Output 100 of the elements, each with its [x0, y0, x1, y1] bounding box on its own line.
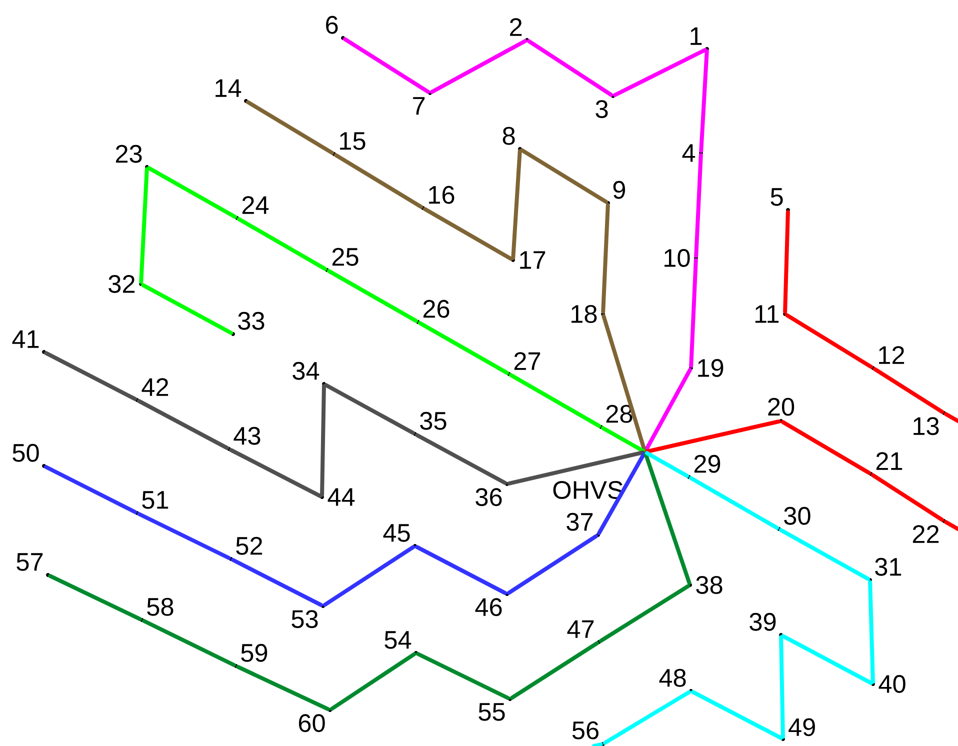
line [872, 367, 944, 414]
line [416, 652, 510, 700]
line [944, 520, 958, 531]
line [644, 451, 690, 478]
point-label: 2 [510, 18, 529, 42]
point-label: 6 [326, 16, 345, 40]
line [944, 412, 958, 423]
point-label: 13 [914, 411, 946, 436]
line [644, 452, 692, 585]
point-label: 17 [511, 251, 546, 269]
line [780, 420, 872, 475]
line [236, 664, 330, 712]
point-label: 35 [413, 412, 446, 436]
point-label: OHVS [553, 450, 647, 499]
point-label: 34 [292, 362, 326, 386]
line [602, 314, 646, 452]
line [784, 313, 874, 369]
point-label: 56 [572, 721, 605, 746]
line [415, 545, 507, 595]
point-label: 20 [768, 398, 794, 423]
line [699, 49, 709, 153]
point-label: 32 [108, 275, 143, 293]
point-label: 15 [332, 132, 366, 156]
point-label: 42 [135, 378, 168, 402]
point-label: 54 [384, 631, 418, 655]
line [645, 420, 781, 454]
point-label: 47 [567, 620, 601, 644]
point-label: 57 [16, 553, 50, 577]
point-label: 40 [871, 675, 906, 693]
point-label: 41 [12, 330, 46, 354]
line [418, 321, 510, 375]
line [326, 269, 418, 323]
point-label: 33 [231, 312, 264, 336]
line [141, 283, 234, 335]
point-label: 27 [507, 352, 540, 376]
line [44, 351, 137, 401]
line [146, 166, 238, 219]
point-label: 38 [688, 576, 722, 594]
line [334, 153, 424, 209]
line [870, 473, 944, 522]
point-label: 22 [912, 519, 946, 543]
line [600, 426, 646, 453]
point-label: 58 [140, 598, 174, 622]
line [229, 448, 322, 498]
line [868, 580, 875, 684]
point-label: 14 [216, 79, 248, 103]
line [694, 153, 703, 258]
line [330, 652, 416, 711]
line [520, 148, 608, 204]
line [778, 528, 870, 581]
line [598, 584, 690, 643]
line [236, 217, 328, 271]
line [602, 690, 692, 745]
point-label: 37 [566, 512, 600, 537]
line [511, 149, 522, 260]
line [613, 48, 707, 97]
point-label: 52 [229, 536, 262, 561]
point-label: 45 [383, 524, 417, 548]
point-label: 25 [325, 248, 358, 272]
point-label: 9 [606, 180, 626, 205]
point-label: 11 [755, 305, 787, 323]
line [691, 690, 783, 740]
point-label: 36 [476, 482, 509, 506]
line [688, 476, 780, 530]
point-label: 1 [690, 27, 709, 51]
point-label: 30 [777, 506, 810, 531]
line [320, 384, 326, 497]
point-label: 49 [781, 718, 815, 741]
line [644, 368, 692, 452]
point-label: 24 [235, 196, 269, 220]
point-label: 21 [869, 452, 902, 476]
point-label: 60 [298, 708, 332, 732]
line [510, 641, 600, 700]
point-label: 18 [572, 305, 605, 323]
point-label: 31 [868, 558, 902, 582]
line [430, 39, 528, 94]
line [779, 635, 785, 739]
point-label: 10 [664, 249, 698, 267]
point-label: 29 [687, 454, 720, 479]
line [597, 452, 646, 536]
line [246, 100, 334, 155]
point-label: 8 [502, 126, 522, 151]
point-label: 3 [596, 94, 615, 118]
line [142, 619, 236, 667]
line [506, 534, 598, 595]
line [415, 433, 508, 485]
line [342, 37, 430, 94]
point-label: 28 [599, 404, 632, 429]
line [781, 634, 873, 685]
point-label: 23 [116, 144, 149, 169]
point-label: 39 [750, 612, 783, 637]
point-label: 19 [689, 359, 724, 377]
point-label: 48 [659, 668, 693, 693]
line [422, 207, 514, 261]
point-label: 43 [227, 426, 260, 451]
point-label: 55 [478, 697, 512, 721]
line [48, 574, 142, 622]
line [689, 258, 698, 368]
point-label: 59 [234, 644, 268, 668]
point-label: 16 [421, 186, 454, 210]
